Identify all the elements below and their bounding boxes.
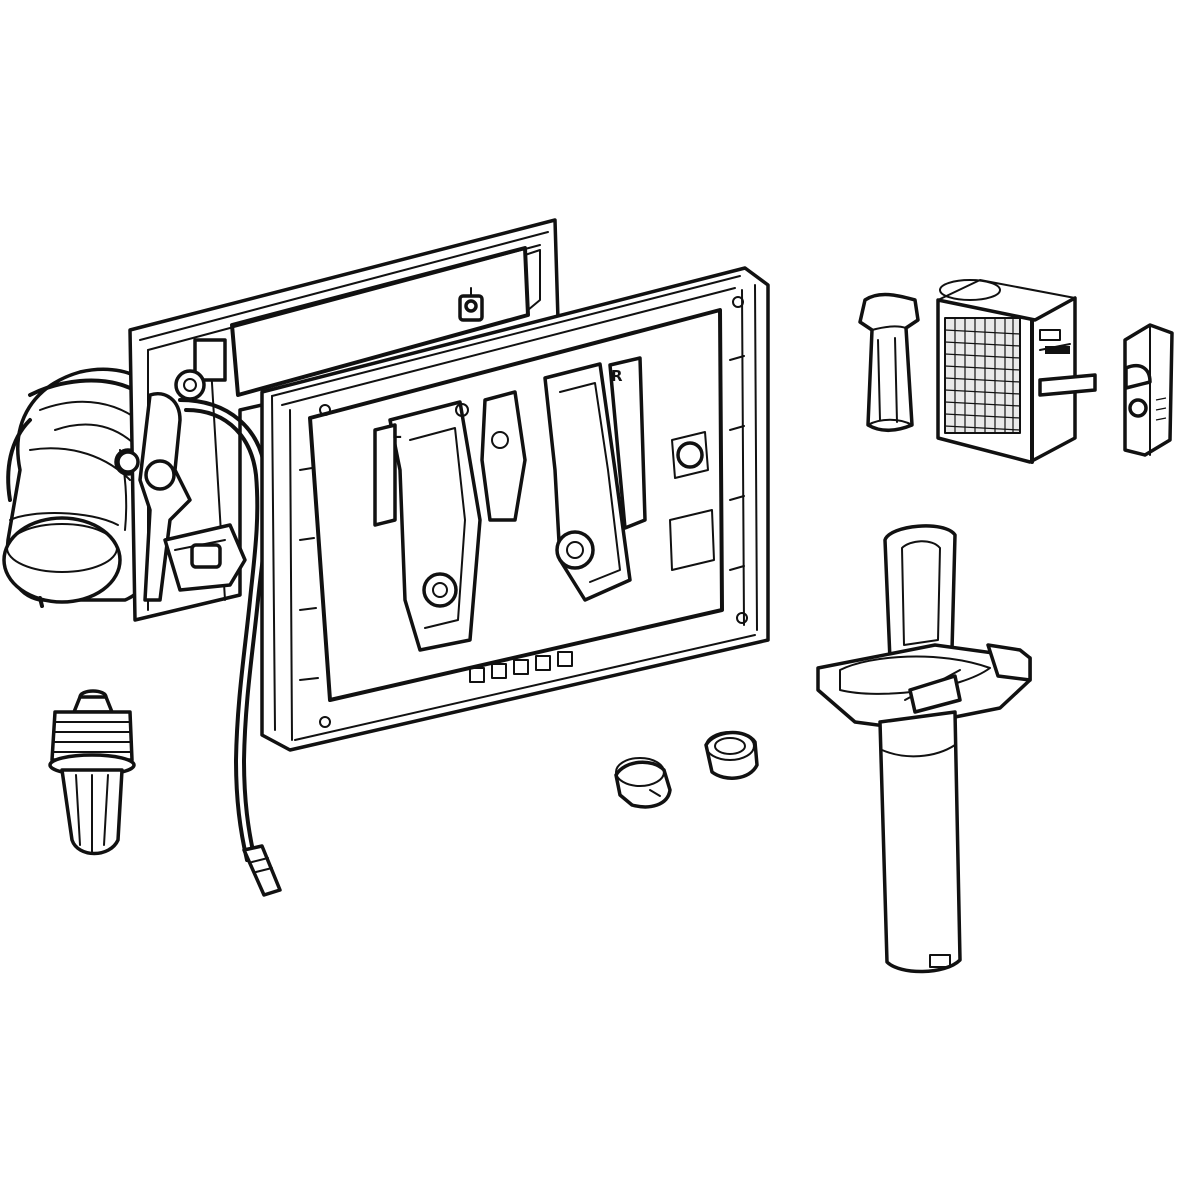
bowden-cable: [178, 398, 282, 897]
cleaning-sachet: [858, 292, 920, 432]
screw-hole-bottom-right: [736, 612, 748, 624]
screw-hole-bottom-left: [319, 716, 331, 728]
left-button-label: L: [392, 424, 402, 442]
cover-cap-back: [704, 730, 759, 780]
filter-cartridge: [936, 279, 1097, 464]
side-clip-part: [1123, 323, 1174, 457]
right-button-label: R: [611, 367, 623, 385]
bottom-clips: [469, 651, 573, 683]
threaded-valve-insert: [48, 689, 136, 856]
elbow-connector: [2, 367, 167, 608]
screw-hole-top-left: [319, 404, 331, 416]
filter-grid: [944, 317, 1021, 434]
lever-mechanism: [116, 369, 247, 602]
back-mounting-frame: [128, 218, 560, 622]
screw-hole-top-right: [732, 296, 744, 308]
cover-cap-front: [614, 757, 672, 809]
front-actuator-frame: L R: [260, 266, 770, 752]
cleaning-stick-tool: [816, 524, 1032, 974]
